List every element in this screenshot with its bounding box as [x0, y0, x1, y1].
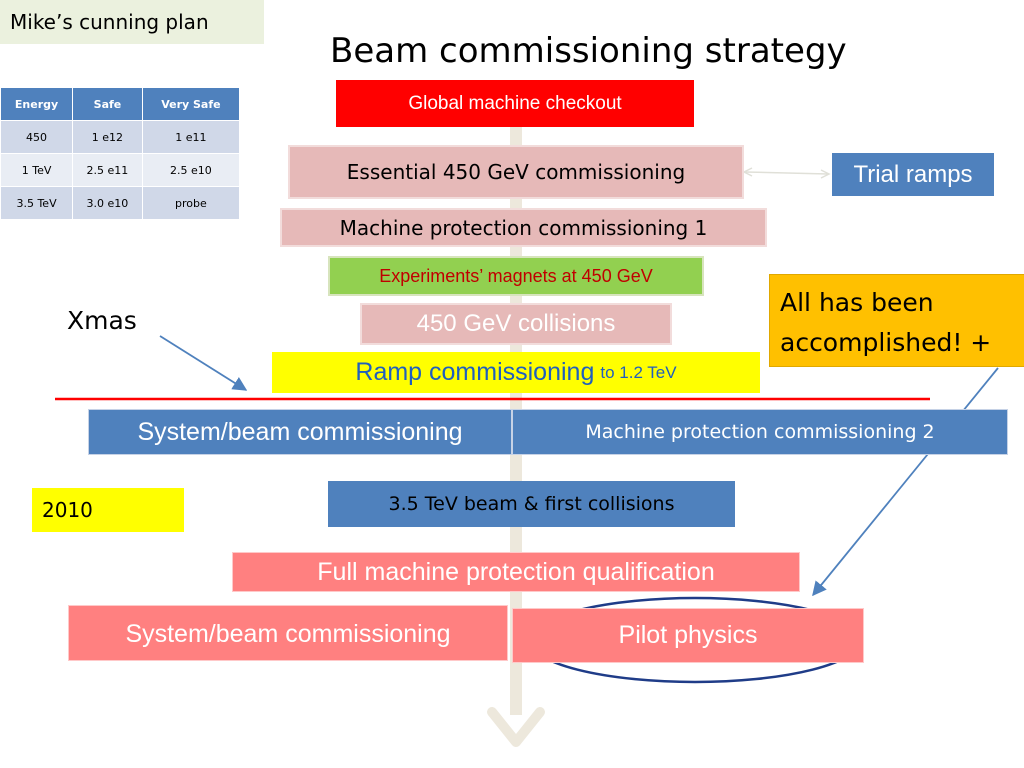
page-title: Beam commissioning strategy	[330, 26, 960, 76]
connector-arrow-left-icon	[742, 167, 753, 177]
table-header-row: Energy Safe Very Safe	[0, 87, 241, 121]
table-cell: 1 e11	[141, 120, 241, 154]
table-cell: 1 e12	[72, 120, 143, 154]
step-label: System/beam commissioning	[125, 620, 451, 648]
table-cell: 1 TeV	[0, 153, 74, 187]
step-label: Full machine protection qualification	[317, 557, 715, 586]
step-mp-commissioning-2: Machine protection commissioning 2	[512, 409, 1008, 455]
step-essential-450: Essential 450 GeV commissioning	[288, 145, 744, 199]
table-cell: 2.5 e11	[72, 153, 143, 187]
step-label: Machine protection commissioning 1	[339, 215, 708, 240]
note-arrow	[812, 367, 999, 597]
step-label: System/beam commissioning	[137, 417, 463, 446]
step-label: Pilot physics	[618, 621, 758, 649]
step-system-beam-1: System/beam commissioning	[88, 409, 512, 455]
xmas-arrow	[159, 335, 248, 391]
year-text: 2010	[42, 498, 93, 522]
step-trial-ramps: Trial ramps	[832, 153, 994, 196]
step-mp-commissioning-1: Machine protection commissioning 1	[280, 208, 767, 247]
step-label: Ramp commissioning	[355, 358, 595, 386]
year-label: 2010	[32, 488, 184, 532]
table-row: 1 TeV 2.5 e11 2.5 e10	[0, 153, 241, 187]
plan-tag-label: Mike’s cunning plan	[10, 10, 209, 34]
step-label: 450 GeV collisions	[416, 310, 616, 337]
table-cell: 450	[0, 120, 74, 154]
table-cell: 3.5 TeV	[0, 186, 74, 220]
accomplished-note: All has been accomplished! +	[769, 274, 1024, 367]
table-cell: probe	[141, 186, 241, 220]
intensity-limits-table: Energy Safe Very Safe 450 1 e12 1 e11 1 …	[0, 87, 241, 220]
timeline-arrowhead-icon	[487, 707, 545, 747]
table-header-cell: Safe	[72, 87, 143, 121]
step-label: Trial ramps	[853, 160, 973, 188]
plan-tag: Mike’s cunning plan	[0, 0, 264, 44]
note-text: All has been accomplished! +	[780, 288, 992, 357]
step-450-collisions: 450 GeV collisions	[360, 303, 672, 345]
table-row: 450 1 e12 1 e11	[0, 120, 241, 154]
step-label: Machine protection commissioning 2	[585, 421, 935, 443]
trial-ramps-connector	[744, 171, 829, 175]
table-cell: 3.0 e10	[72, 186, 143, 220]
step-pilot-physics: Pilot physics	[512, 608, 864, 663]
step-label: Global machine checkout	[408, 92, 622, 114]
connector-arrow-right-icon	[820, 169, 831, 179]
step-label: Essential 450 GeV commissioning	[346, 160, 686, 184]
table-cell: 2.5 e10	[141, 153, 241, 187]
step-label: 3.5 TeV beam & first collisions	[388, 493, 675, 515]
step-label-suffix: to 1.2 TeV	[600, 362, 677, 382]
step-35-tev-beam: 3.5 TeV beam & first collisions	[328, 481, 735, 527]
step-global-checkout: Global machine checkout	[336, 80, 694, 127]
xmas-label: Xmas	[67, 306, 137, 335]
table-header-cell: Energy	[0, 87, 74, 121]
step-experiments-magnets: Experiments’ magnets at 450 GeV	[328, 256, 704, 296]
step-full-mp-qualification: Full machine protection qualification	[232, 552, 800, 592]
step-label: Experiments’ magnets at 450 GeV	[379, 265, 653, 286]
table-header-cell: Very Safe	[141, 87, 241, 121]
table-row: 3.5 TeV 3.0 e10 probe	[0, 186, 241, 220]
step-system-beam-2: System/beam commissioning	[68, 605, 508, 661]
page-title-text: Beam commissioning strategy	[330, 31, 847, 71]
